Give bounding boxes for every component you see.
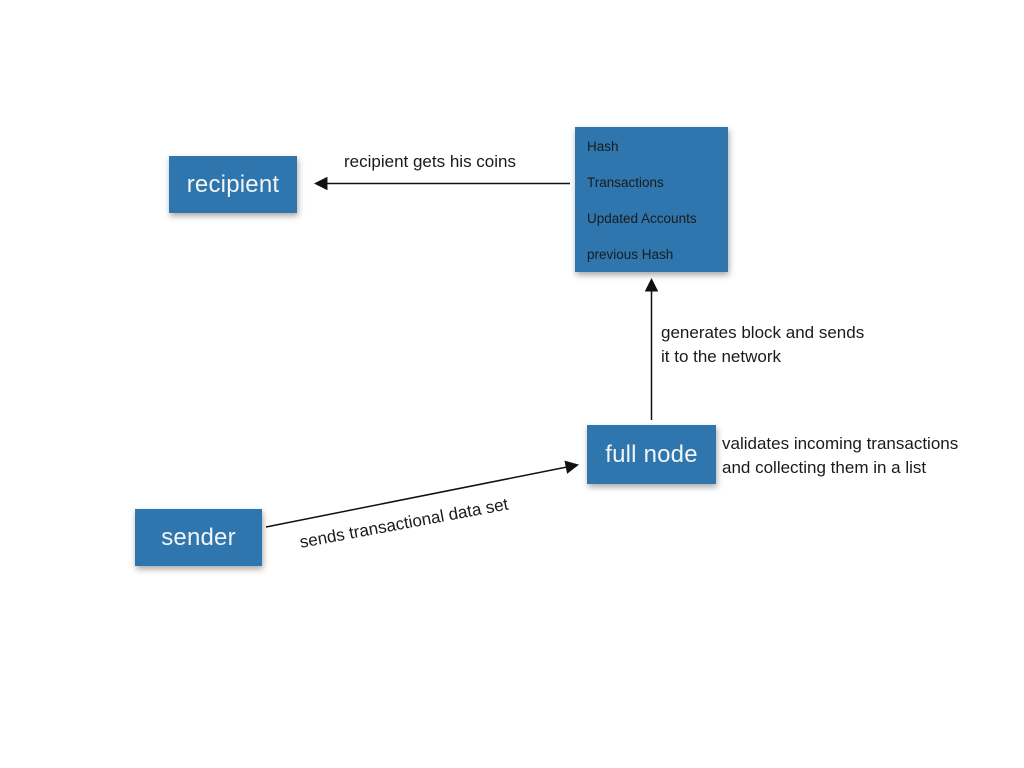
block-line-previous-hash: previous Hash bbox=[587, 247, 674, 262]
edge-label-validates-line1: validates incoming transactions bbox=[722, 434, 959, 453]
edge-label-recipient-gets-coins: recipient gets his coins bbox=[344, 152, 516, 171]
sender-node-label: sender bbox=[161, 523, 236, 551]
sender-node: sender bbox=[135, 509, 262, 566]
recipient-node: recipient bbox=[169, 156, 297, 213]
full-node-node: full node bbox=[587, 425, 716, 484]
edge-label-generates-block-line2: it to the network bbox=[661, 347, 782, 366]
edge-label-validates-transactions: validates incoming transactions and coll… bbox=[722, 432, 958, 480]
block-line-hash: Hash bbox=[587, 139, 619, 154]
edge-label-sends-transactional-data: sends transactional data set bbox=[298, 494, 510, 552]
edge-label-generates-block: generates block and sends it to the netw… bbox=[661, 321, 864, 369]
block-line-transactions: Transactions bbox=[587, 175, 664, 190]
recipient-node-label: recipient bbox=[186, 170, 280, 198]
edge-label-validates-line2: and collecting them in a list bbox=[722, 458, 927, 477]
block-node: Hash Transactions Updated Accounts previ… bbox=[575, 127, 728, 272]
full-node-node-label: full node bbox=[605, 440, 698, 468]
edge-label-generates-block-line1: generates block and sends bbox=[661, 323, 865, 342]
block-line-updated-accounts: Updated Accounts bbox=[587, 211, 697, 226]
